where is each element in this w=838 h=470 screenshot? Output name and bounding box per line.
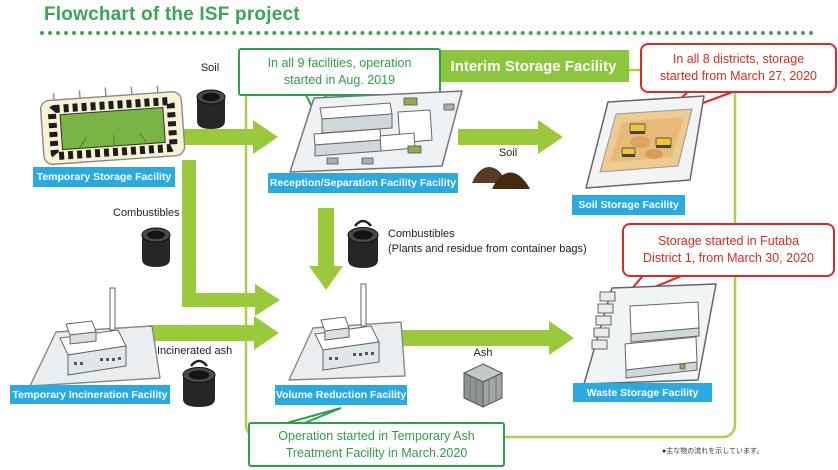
footnote: ●主な物の流れを示しています。 [662,448,764,455]
label-reception-separation-facility: Reception/Separation Facility Facility [268,173,458,193]
label-soil-top: Soil [200,62,220,74]
container-bag-icon [141,227,171,267]
callout-line: started from March 27, 2020 [659,69,818,83]
dotted-divider [40,31,814,35]
reception-separation-illustration [289,90,463,173]
callout-line: Storage started in Futaba [657,234,800,249]
arrow-volume-reduction-to-waste-storage [400,321,574,355]
callout-waste-storage-start: Storage started in Futaba District 1, fr… [622,223,835,277]
label-temporary-storage-facility: Temporary Storage Facility [33,167,175,187]
arrow-storage-to-volume-reduction [182,160,280,316]
callout-soil-storage-start: In all 8 districts, storage started from… [640,43,837,93]
callout-line: Treatment Facility in March.2020 [285,445,468,460]
arrow-incineration-to-volume-reduction [148,316,279,350]
callout-line: Operation started in Temporary Ash [278,428,475,443]
callout-facilities-operation: In all 9 facilities, operation started i… [238,48,441,96]
callout-line: In all 8 districts, storage [672,52,805,67]
callout-ash-treatment-start: Operation started in Temporary Ash Treat… [248,422,505,467]
container-bag-icon [347,219,379,268]
label-soil-storage-facility: Soil Storage Facility [572,195,685,215]
ash-drum-icon [182,359,216,407]
soil-storage-illustration [585,95,705,189]
combustibles-mid-line: Combustibles [388,228,455,240]
label-combustibles-left: Combustibles [113,207,180,219]
label-waste-storage-facility: Waste Storage Facility [573,383,712,402]
callout-line: started in Aug. 2019 [283,73,396,87]
label-soil-mid: Soil [498,147,518,159]
temporary-incineration-illustration [29,287,161,387]
arrow-reception-to-soil-storage [458,120,563,154]
label-volume-reduction-facility: Volume Reduction Facility [275,385,407,405]
label-incinerated-ash: Incinerated ash [157,345,233,357]
combustibles-mid-note: (Plants and residue from container bags) [388,243,587,255]
temporary-storage-illustration [39,85,186,165]
arrow-storage-to-reception [182,120,278,154]
interim-storage-facility-banner: Interim Storage Facility [438,50,629,82]
label-temporary-incineration-facility: Temporary Incineration Facility [10,385,170,404]
label-combustibles-mid: Combustibles (Plants and residue from co… [388,227,587,257]
ash-box-icon [462,363,504,408]
callout-line: In all 9 facilities, operation [267,56,412,71]
volume-reduction-illustration [288,283,406,381]
callout-line: District 1, from March 30, 2020 [643,251,814,265]
arrow-reception-to-volume-reduction [309,208,343,290]
waste-storage-illustration [583,283,717,385]
page-title: Flowchart of the ISF project [44,4,300,25]
soil-pile-icon [472,166,530,189]
container-bag-icon [196,89,226,129]
label-ash: Ash [473,347,493,359]
